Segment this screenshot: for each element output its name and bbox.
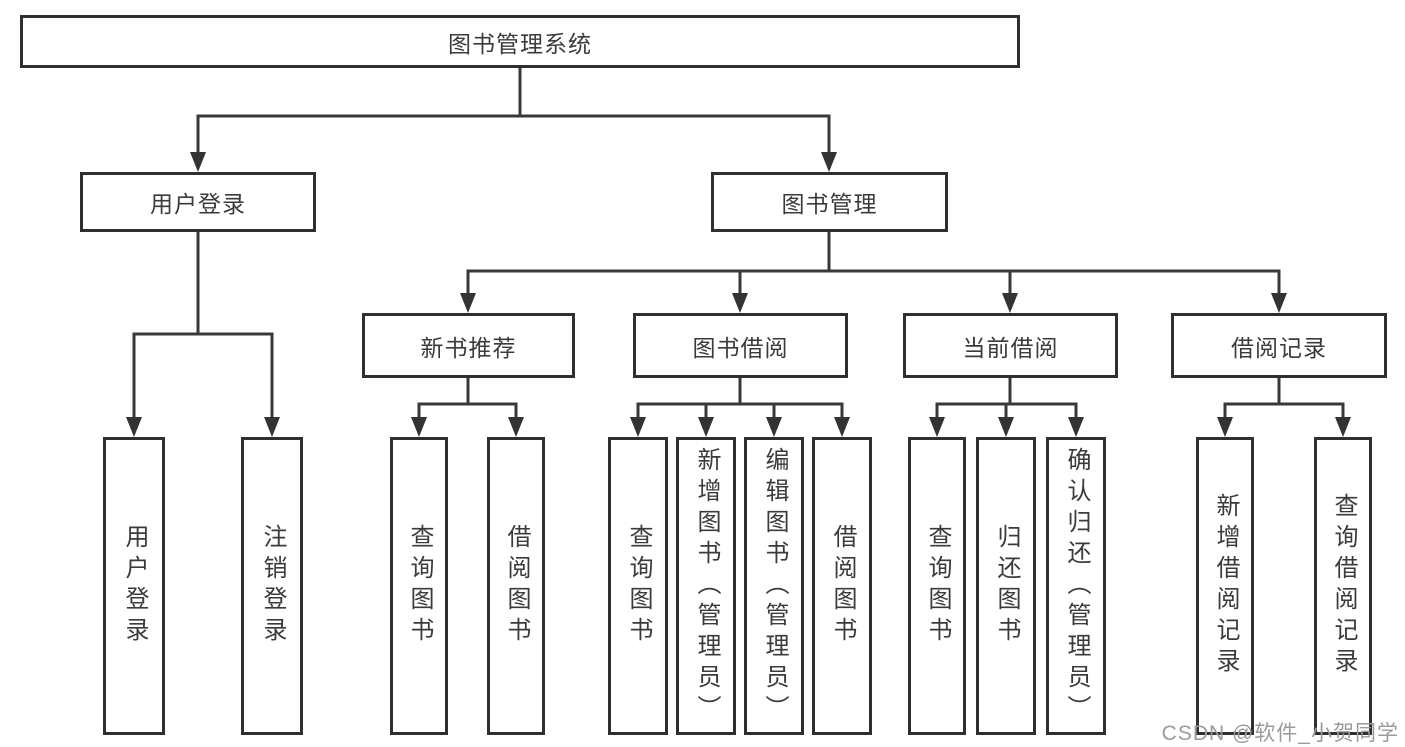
leaf-confirm-return-admin: 确认归还（管理员） — [1046, 437, 1106, 735]
leaf-query-books-current: 查询图书 — [908, 437, 966, 735]
leaf-borrow-books-recommendation: 借阅图书 — [487, 437, 545, 735]
csdn-watermark: CSDN @软件_小贺同学 — [1161, 722, 1399, 745]
leaf-user-login: 用户登录 — [103, 437, 165, 735]
node-user-login-branch: 用户登录 — [80, 172, 316, 232]
leaf-query-borrowing-record: 查询借阅记录 — [1314, 437, 1372, 735]
leaf-edit-books-admin: 编辑图书（管理员） — [744, 437, 804, 735]
arrowheads — [126, 152, 1351, 437]
node-book-borrowing: 图书借阅 — [633, 313, 848, 378]
node-current-borrowing: 当前借阅 — [903, 313, 1118, 378]
node-borrowing-records: 借阅记录 — [1171, 313, 1387, 378]
leaf-query-books-borrowing: 查询图书 — [608, 437, 668, 735]
leaf-add-books-admin: 新增图书（管理员） — [676, 437, 736, 735]
leaf-return-books: 归还图书 — [976, 437, 1036, 735]
node-book-management-branch: 图书管理 — [711, 172, 948, 232]
node-new-book-recommendation: 新书推荐 — [362, 313, 575, 378]
leaf-borrow-books-borrowing: 借阅图书 — [812, 437, 872, 735]
node-root: 图书管理系统 — [20, 15, 1020, 68]
leaf-logout: 注销登录 — [241, 437, 303, 735]
leaf-query-books-recommendation: 查询图书 — [390, 437, 448, 735]
leaf-add-borrowing-record: 新增借阅记录 — [1196, 437, 1254, 735]
